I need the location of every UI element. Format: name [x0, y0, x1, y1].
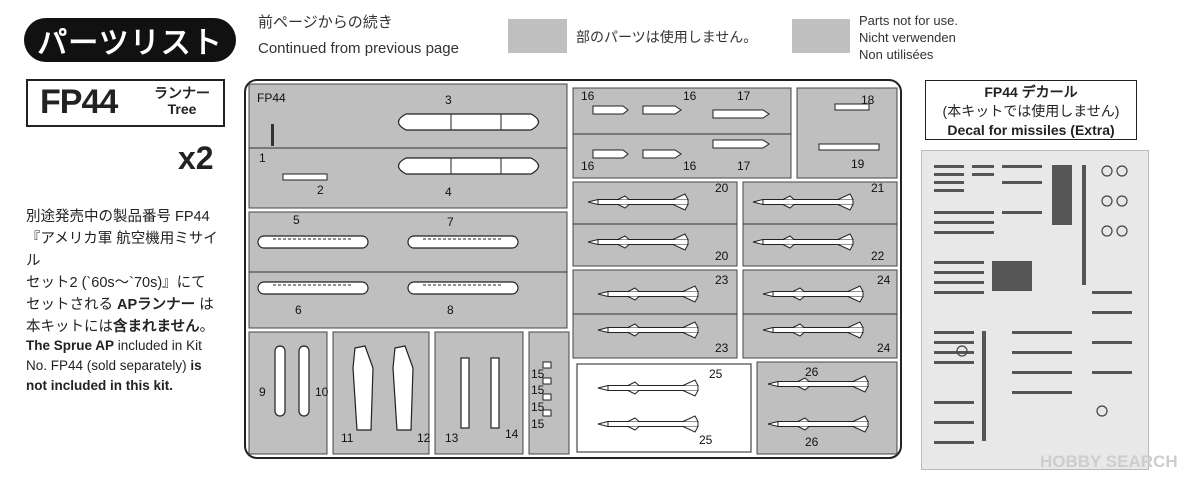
part-number-22: 22 — [871, 249, 885, 263]
runner-label: ランナー Tree — [154, 85, 210, 117]
part-number-16a: 16 — [581, 89, 595, 103]
part-number-5: 5 — [293, 213, 300, 227]
continued-label: 前ページからの続き Continued from previous page — [258, 12, 459, 60]
tree-code: FP44 — [40, 83, 118, 121]
note-jp-l4a: セットされる — [26, 297, 118, 313]
note-en-line-2: No. FP44 (sold separately) is — [26, 356, 231, 376]
not-used-en: Parts not for use. Nicht verwenden Non u… — [859, 12, 958, 63]
not-used-en-2: Nicht verwenden — [859, 30, 956, 45]
part-number-24b: 24 — [877, 341, 891, 355]
note-en-line-3: not included in this kit. — [26, 376, 231, 396]
tree-label-box: FP44 ランナー Tree — [26, 79, 225, 127]
part-number-20b: 20 — [715, 249, 729, 263]
part-number-23b: 23 — [715, 341, 729, 355]
part-number-1: 1 — [259, 151, 266, 165]
note-jp-l5a: 本キットには — [26, 319, 113, 335]
part-number-16c: 16 — [581, 159, 595, 173]
part-number-15a: 15 — [531, 367, 545, 381]
part-number-8: 8 — [447, 303, 454, 317]
note-en-l2b: is — [190, 358, 202, 373]
sprue-diagram: FP44 1 2 3 4 5 6 7 8 9 10 11 12 13 14 15… — [244, 79, 902, 459]
part-number-15d: 15 — [531, 417, 545, 431]
decal-sheet-image — [921, 150, 1149, 470]
part-25-area — [576, 363, 752, 453]
part-number-23a: 23 — [715, 273, 729, 287]
part-number-13: 13 — [445, 431, 459, 445]
sprue-note-jp: 別途発売中の製品番号 FP44 『アメリカ軍 航空機用ミサイル セット2 (`6… — [26, 206, 231, 338]
part-number-6: 6 — [295, 303, 302, 317]
part-number-15b: 15 — [531, 383, 545, 397]
part-number-25a: 25 — [709, 367, 723, 381]
part-number-10: 10 — [315, 385, 329, 399]
part-number-17b: 17 — [737, 159, 751, 173]
note-en-l1a: The Sprue AP — [26, 338, 115, 353]
note-en-l1b: included in Kit — [114, 338, 202, 353]
note-jp-line-1: 別途発売中の製品番号 FP44 — [26, 209, 210, 225]
note-jp-line-4: セットされる APランナー は — [26, 294, 231, 316]
part-number-9: 9 — [259, 385, 266, 399]
part-number-19: 19 — [851, 157, 865, 171]
not-used-en-3: Non utilisées — [859, 47, 934, 62]
part-number-3: 3 — [445, 93, 452, 107]
runner-jp: ランナー — [154, 85, 210, 101]
sprue-note-en: The Sprue AP included in Kit No. FP44 (s… — [26, 336, 231, 396]
note-jp-l4b: APランナー — [117, 297, 196, 313]
note-jp-l5c: 。 — [199, 319, 215, 335]
part-number-15c: 15 — [531, 400, 545, 414]
part-number-26a: 26 — [805, 365, 819, 379]
note-en-l2: No. FP44 (sold separately) — [26, 358, 191, 373]
note-en-l3: not included in this kit. — [26, 378, 173, 393]
note-en-line-1: The Sprue AP included in Kit — [26, 336, 231, 356]
not-used-en-1: Parts not for use. — [859, 13, 958, 28]
part-number-25b: 25 — [699, 433, 713, 447]
part-number-4: 4 — [445, 185, 452, 199]
decal-title-jp: FP44 デカール — [984, 84, 1078, 100]
part-number-12: 12 — [417, 431, 431, 445]
note-jp-line-3: セット2 (`60s～`70s)』にて — [26, 275, 206, 291]
part-number-11: 11 — [341, 431, 354, 445]
watermark-logo: HOBBY SEARCH — [1040, 452, 1178, 471]
runner-en: Tree — [167, 101, 197, 117]
decal-title-box: FP44 デカール (本キットでは使用しません) Decal for missi… — [925, 80, 1137, 140]
note-jp-l5b: 含まれません — [113, 319, 200, 335]
note-jp-l4c: は — [195, 297, 214, 313]
part-number-7: 7 — [447, 215, 454, 229]
decal-title-en: Decal for missiles (Extra) — [947, 122, 1115, 138]
part-number-17a: 17 — [737, 89, 751, 103]
parts-list-title: パーツリスト — [24, 18, 236, 62]
part-number-24a: 24 — [877, 273, 891, 287]
continued-en: Continued from previous page — [258, 40, 459, 57]
sprue-code: FP44 — [257, 91, 286, 105]
continued-jp: 前ページからの続き — [258, 14, 393, 31]
unused-swatch-2 — [792, 19, 850, 53]
part-number-21: 21 — [871, 181, 885, 195]
part-number-16b: 16 — [683, 89, 697, 103]
part-number-14: 14 — [505, 427, 519, 441]
part-number-2: 2 — [317, 183, 324, 197]
part-number-16d: 16 — [683, 159, 697, 173]
unused-swatch-1 — [508, 19, 567, 53]
note-jp-line-2: 『アメリカ軍 航空機用ミサイル — [26, 231, 218, 269]
decal-subtitle-jp: (本キットでは使用しません) — [942, 103, 1120, 119]
part-number-20a: 20 — [715, 181, 729, 195]
decal-markings — [934, 165, 1132, 444]
part-number-18: 18 — [861, 93, 875, 107]
not-used-jp: 部のパーツは使用しません。 — [576, 29, 758, 45]
tree-quantity: x2 — [178, 140, 214, 176]
part-number-26b: 26 — [805, 435, 819, 449]
note-jp-line-5: 本キットには含まれません。 — [26, 316, 231, 338]
